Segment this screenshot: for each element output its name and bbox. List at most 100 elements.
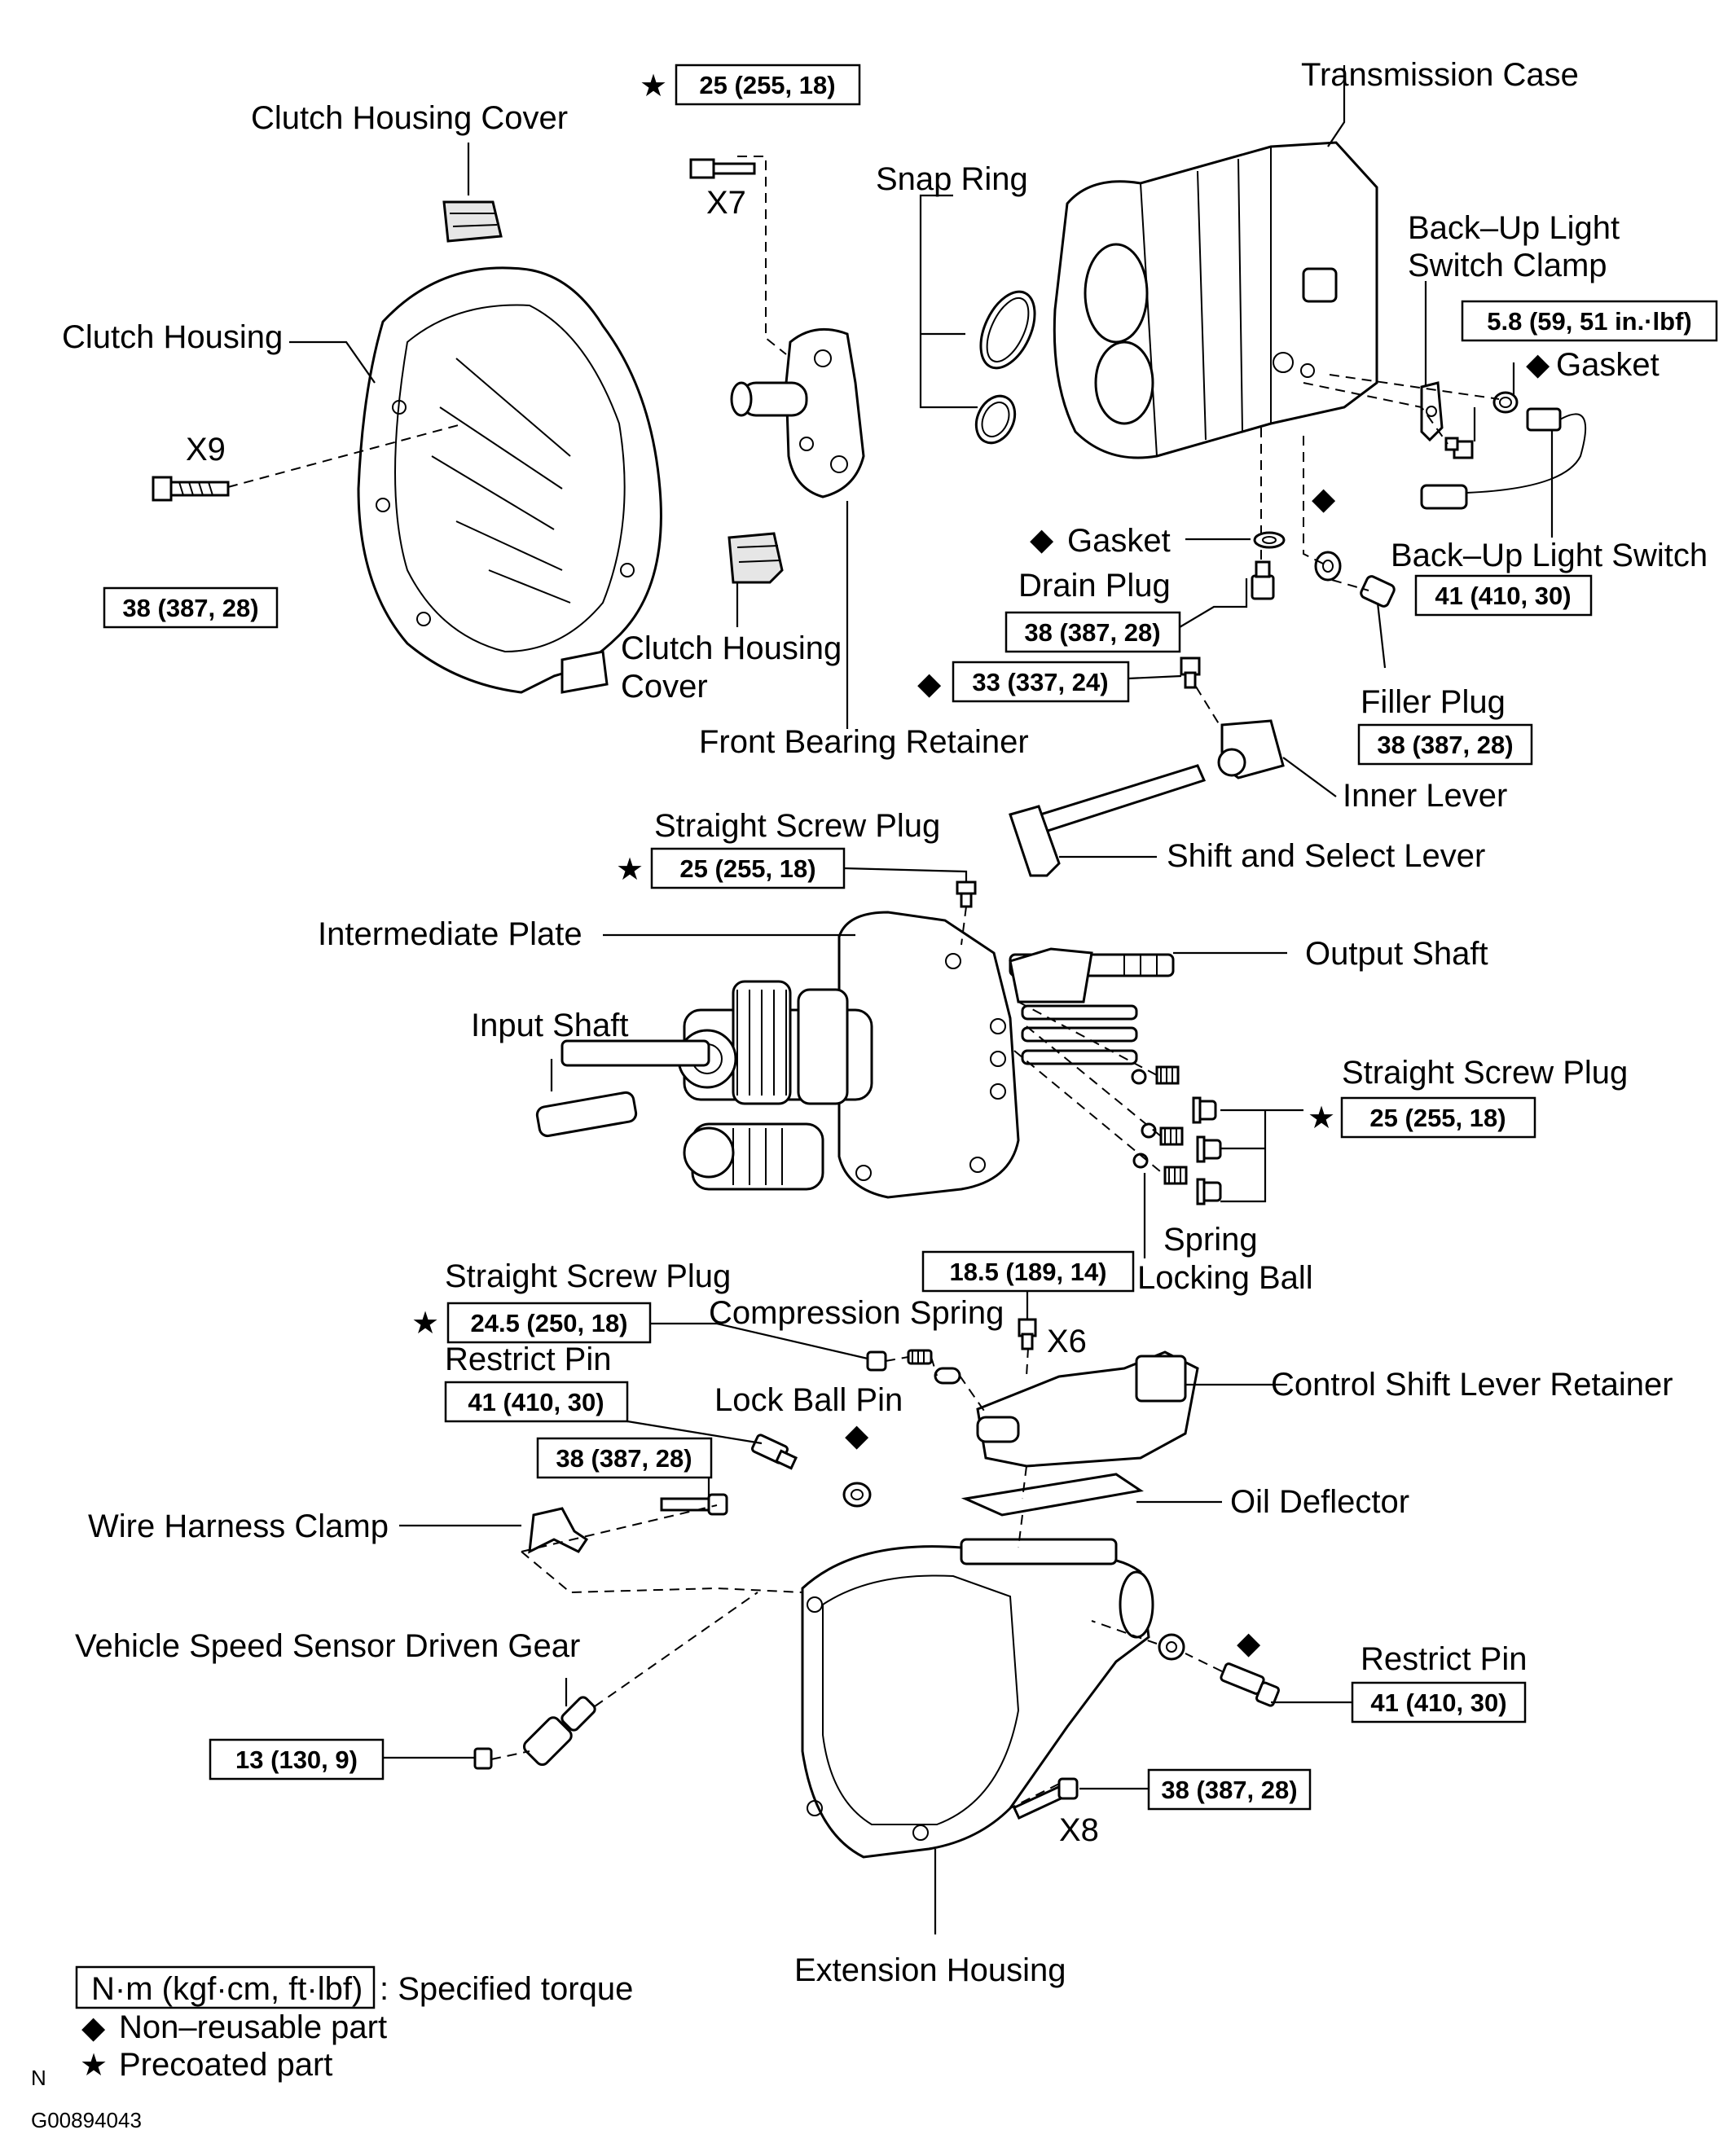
gear-assembly-part [535, 911, 1175, 1199]
label-intermediate-plate: Intermediate Plate [318, 916, 582, 952]
csl-retainer-bolt-part [1018, 1318, 1037, 1350]
label-output-shaft: Output Shaft [1305, 936, 1488, 972]
torque-clutch-bolt: 38 (387, 28) [122, 594, 258, 622]
assembly-dashes [227, 156, 1500, 1809]
snap-ring-part [974, 290, 1036, 445]
drain-plug-part [1251, 560, 1275, 600]
leader-lines [289, 65, 1554, 1934]
inner-lever-bolt-part [1180, 656, 1201, 689]
torque-backup-switch: 41 (410, 30) [1435, 582, 1571, 610]
torque-ssp-right: 25 (255, 18) [1369, 1104, 1506, 1132]
left-plug-group-part [866, 1349, 961, 1385]
label-restrict-pin-left: Restrict Pin [445, 1341, 612, 1377]
extension-bolt-part [1012, 1777, 1079, 1820]
legend-diamond-icon: ◆ [81, 2009, 106, 2045]
clutch-housing-cover-top-part [442, 200, 503, 243]
torque-ssp-left: 24.5 (250, 18) [470, 1309, 627, 1337]
control-shift-retainer-part [976, 1350, 1199, 1468]
extension-housing-part [801, 1538, 1154, 1859]
label-gasket-mid: Gasket [1067, 523, 1171, 559]
plug-set-part [1131, 1065, 1222, 1205]
washer-right-part [1158, 1633, 1185, 1661]
gasket-ring-right-part [1492, 391, 1519, 414]
label-gasket-right: Gasket [1556, 347, 1659, 383]
label-input-shaft: Input Shaft [471, 1008, 628, 1043]
diamond-symbol: ◆ [917, 665, 942, 701]
oil-deflector-part [961, 1473, 1144, 1517]
legend: N·m (kgf·cm, ft·lbf) : Specified torque … [31, 1965, 633, 2132]
clutch-housing-cover-lower-part [728, 532, 784, 584]
label-clutch-housing-cover-1: Clutch Housing [621, 630, 842, 666]
ssp-top-part [956, 880, 977, 908]
label-shift-select-lever: Shift and Select Lever [1167, 838, 1485, 874]
legend-star-icon: ★ [80, 2047, 108, 2083]
label-restrict-pin-right: Restrict Pin [1361, 1641, 1528, 1677]
torque-top: 25 (255, 18) [699, 71, 835, 99]
legend-precoated: Precoated part [119, 2047, 332, 2083]
torque-csl-bolt: 18.5 (189, 14) [949, 1258, 1106, 1286]
torque-boxes [103, 64, 1718, 1811]
label-lock-ball-pin: Lock Ball Pin [714, 1382, 903, 1418]
front-retainer-bolt-part [689, 158, 756, 179]
label-backup-clamp-1: Back–Up Light [1408, 210, 1620, 246]
torque-restrict-right: 41 (410, 30) [1370, 1688, 1506, 1717]
torque-inner-lever: 33 (337, 24) [972, 668, 1108, 696]
filler-gasket-part [1314, 551, 1342, 582]
filler-plug-part [1360, 575, 1396, 608]
torque-speed-sensor: 13 (130, 9) [235, 1745, 358, 1774]
torque-ext-bolt: 38 (387, 28) [1161, 1776, 1297, 1804]
star-symbol: ★ [640, 68, 667, 103]
diamond-symbol: ◆ [1526, 346, 1550, 382]
legend-unit-box [75, 1965, 376, 2009]
transmission-case-part [1053, 141, 1378, 459]
label-x7: X7 [706, 185, 746, 221]
label-control-shift-lever-retainer: Control Shift Lever Retainer [1271, 1367, 1673, 1403]
torque-filler: 38 (387, 28) [1377, 731, 1513, 759]
wire-harness-clamp-part [528, 1507, 589, 1554]
label-ssp-right: Straight Screw Plug [1342, 1055, 1628, 1091]
backup-light-switch-part [1420, 407, 1587, 510]
diamond-symbol: ◆ [845, 1417, 869, 1453]
shift-select-lever-part [1009, 764, 1207, 877]
star-symbol: ★ [1308, 1100, 1335, 1135]
torque-ssp-top: 25 (255, 18) [679, 854, 815, 883]
label-wire-harness-clamp: Wire Harness Clamp [88, 1508, 389, 1544]
label-front-bearing-retainer: Front Bearing Retainer [699, 724, 1029, 760]
label-vehicle-speed-sensor: Vehicle Speed Sensor Driven Gear [75, 1628, 580, 1664]
label-ssp-left: Straight Screw Plug [445, 1258, 731, 1294]
label-backup-light-switch: Back–Up Light Switch [1391, 538, 1708, 573]
inner-lever-part [1217, 719, 1285, 779]
torque-values: 25 (255, 18) 5.8 (59, 51 in.·lbf) 38 (38… [122, 71, 1691, 1804]
washer-mid-part [842, 1482, 872, 1508]
label-x6: X6 [1047, 1324, 1087, 1359]
label-spring: Spring [1163, 1222, 1258, 1258]
diamond-symbol: ◆ [1312, 481, 1336, 516]
star-symbol: ★ [411, 1305, 439, 1341]
torque-restrict-left: 41 (410, 30) [468, 1388, 604, 1416]
legend-unit-desc: : Specified torque [380, 1971, 633, 2007]
speed-sensor-bolt-part [473, 1747, 493, 1770]
harness-bolt-part [660, 1493, 728, 1516]
label-clutch-housing-cover-top: Clutch Housing Cover [251, 100, 568, 136]
part-labels: Transmission Case Clutch Housing Cover S… [62, 57, 1708, 1988]
symbols: ★ ◆ ◆ ◆ ◆ ★ ★ ★ ◆ ◆ [411, 68, 1550, 1661]
label-filler-plug: Filler Plug [1361, 684, 1506, 720]
restrict-pin-right-part [1220, 1662, 1280, 1707]
torque-drain: 38 (387, 28) [1024, 618, 1160, 647]
torque-harness-bolt: 38 (387, 28) [556, 1444, 692, 1473]
legend-unit: N·m (kgf·cm, ft·lbf) [91, 1971, 363, 2007]
clutch-housing-bolt-part [152, 476, 230, 502]
label-locking-ball: Locking Ball [1137, 1260, 1313, 1296]
label-clutch-housing-cover-2: Cover [621, 669, 708, 705]
legend-non-reusable: Non–reusable part [119, 2009, 387, 2045]
backup-clamp-bolt-part [1444, 437, 1474, 459]
footer-n: N [31, 2066, 46, 2090]
diamond-symbol: ◆ [1030, 521, 1054, 557]
diamond-symbol: ◆ [1237, 1625, 1261, 1661]
front-bearing-retainer-part [730, 327, 865, 498]
label-drain-plug: Drain Plug [1018, 568, 1171, 604]
restrict-pin-left-part [751, 1434, 798, 1470]
label-oil-deflector: Oil Deflector [1230, 1484, 1409, 1520]
label-snap-ring: Snap Ring [876, 161, 1028, 197]
label-transmission-case: Transmission Case [1301, 57, 1579, 93]
